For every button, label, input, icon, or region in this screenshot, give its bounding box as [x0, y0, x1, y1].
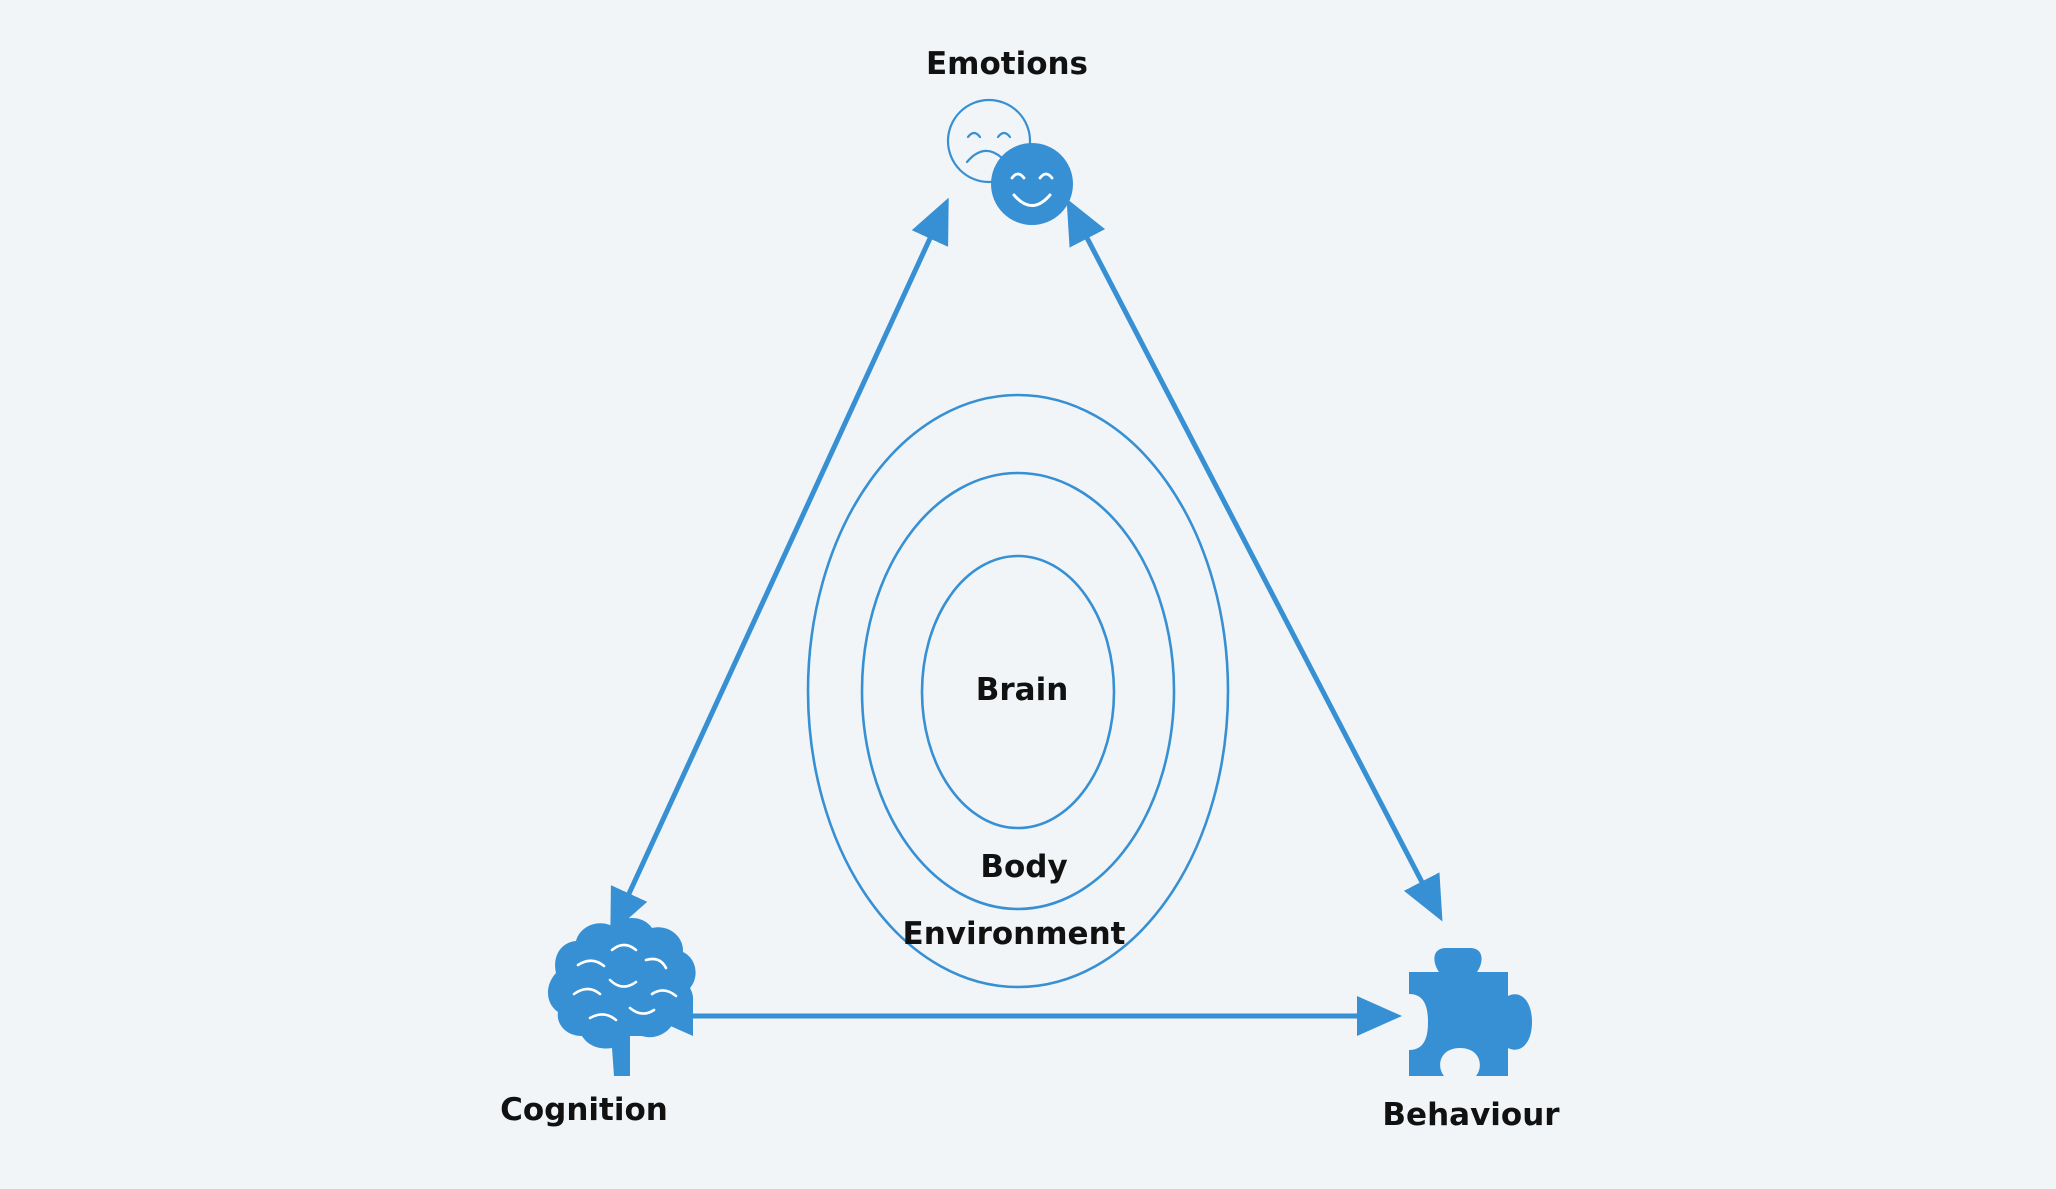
- brain-icon: [547, 917, 696, 1076]
- brain-label: Brain: [976, 672, 1069, 708]
- puzzle-piece-icon: [1409, 948, 1532, 1076]
- connection-arrows: [610, 197, 1443, 1036]
- emotions-label: Emotions: [926, 46, 1088, 82]
- cognition-label: Cognition: [500, 1092, 668, 1128]
- arrow-emotions-behaviour: [1066, 198, 1443, 922]
- arrow-emotions-cognition: [610, 197, 949, 935]
- behaviour-label: Behaviour: [1382, 1097, 1560, 1133]
- body-label: Body: [980, 849, 1067, 885]
- environment-label: Environment: [903, 916, 1126, 952]
- smiley-faces-icon: [946, 98, 1073, 225]
